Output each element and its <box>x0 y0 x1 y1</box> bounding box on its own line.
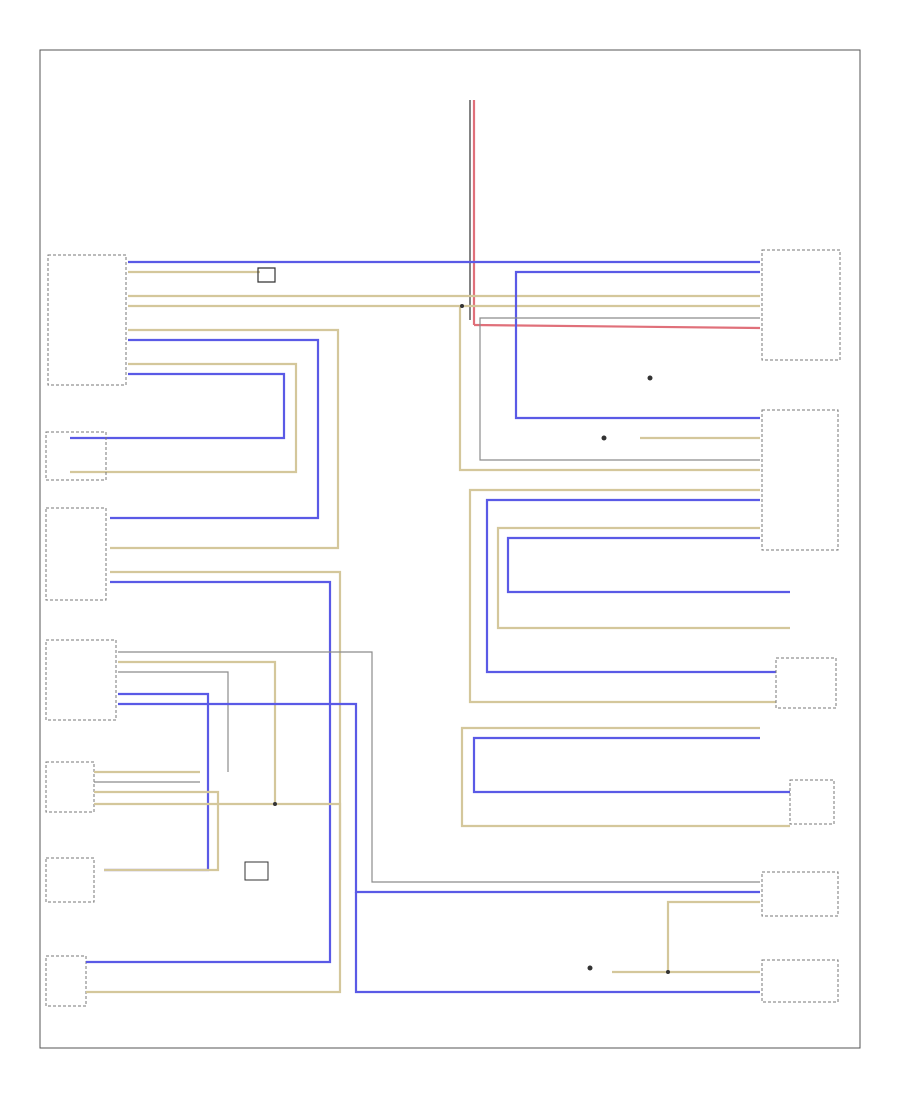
connector-left-motor <box>45 857 95 903</box>
junction-dot-bottom-right <box>666 970 670 974</box>
wire-blue-left-long <box>86 580 332 964</box>
wire-yellow-left-loop-1 <box>110 328 340 550</box>
wire-gray-module-1 <box>118 651 760 883</box>
wire-yellow-switch-3 <box>94 802 342 880</box>
connector-right-top <box>761 249 841 361</box>
wire-yellow-right-loop-1 <box>468 488 776 704</box>
ground-dot-right-top <box>647 375 653 381</box>
wire-yellow-drop-center <box>458 306 760 472</box>
connector-right-sensor-2 <box>789 779 835 825</box>
wire-yellow-module-1 <box>118 660 277 804</box>
wire-blue-left-loop-1 <box>110 338 320 520</box>
ground-dot-right-bottom <box>587 965 593 971</box>
wire-blue-module-2 <box>118 702 760 894</box>
connector-right-sensor-1 <box>775 657 837 709</box>
wire-yellow-right-loop-3 <box>460 726 790 828</box>
wire-yellow-bottom-right <box>666 900 760 974</box>
connector-right-bottom-1 <box>761 871 839 917</box>
connector-right-seat <box>761 409 839 551</box>
connector-left-switch <box>45 761 95 813</box>
connector-left-sensor-2 <box>45 507 107 601</box>
wire-blue-right-loop-1 <box>485 498 776 674</box>
connector-left-bottom <box>45 955 87 1007</box>
connector-right-bottom-2 <box>761 959 839 1003</box>
wire-blue-right-loop-3 <box>472 736 790 794</box>
wire-yellow-switch-2 <box>94 790 220 872</box>
wire-yellow-left-loop-2 <box>70 362 298 474</box>
junction-dot-left <box>273 802 277 806</box>
wire-blue-right-loop-2 <box>506 536 790 594</box>
connector-left-top <box>47 254 127 386</box>
wire-red-horizontal <box>473 323 761 330</box>
wire-gray-module-2 <box>118 671 229 772</box>
junction-dot-center <box>460 304 464 308</box>
connector-left-sensor-1 <box>45 431 107 481</box>
wire-yellow-left-long <box>86 570 342 994</box>
ground-symbol-top <box>257 267 276 283</box>
ground-symbol-lower-left <box>244 861 269 881</box>
ground-dot-right-mid <box>601 435 607 441</box>
wire-blue-left-loop-2 <box>70 372 286 440</box>
wire-blue-loop-right <box>514 270 760 420</box>
connector-left-module <box>45 639 117 721</box>
wire-blue-bottom <box>354 892 760 994</box>
diagram-frame <box>39 49 861 1049</box>
wire-yellow-right-loop-2 <box>496 526 790 630</box>
wire-gray-loop-right <box>479 317 760 461</box>
